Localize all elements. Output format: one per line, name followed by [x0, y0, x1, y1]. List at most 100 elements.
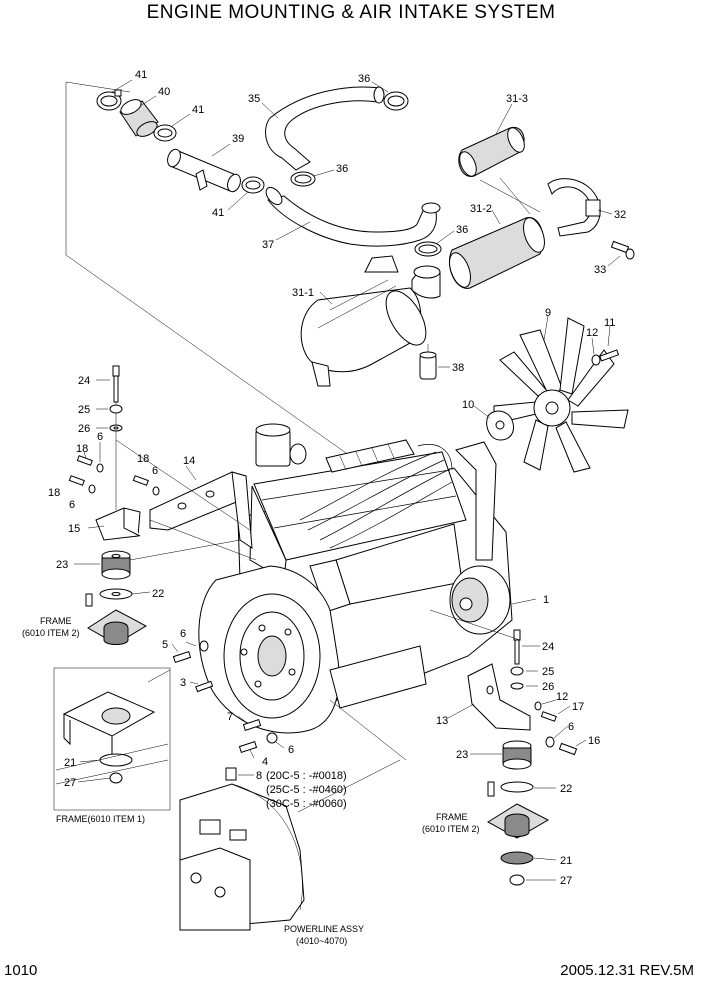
callout-41-mid: 41	[192, 104, 204, 116]
washer-25-right	[510, 666, 524, 676]
primary-element-31-2	[448, 217, 545, 289]
hose-clamp-36-top	[383, 91, 409, 111]
note-frame-box: FRAME(6010 ITEM 1)	[56, 814, 145, 824]
callout-40: 40	[158, 86, 170, 98]
callout-33: 33	[594, 264, 606, 276]
callout-17: 17	[572, 701, 584, 713]
callout-25-right: 25	[542, 666, 554, 678]
washer-6-e	[266, 732, 278, 744]
callout-41-low: 41	[212, 207, 224, 219]
bolt-16	[558, 742, 578, 756]
note-frame-left-1: FRAME	[40, 616, 72, 626]
callout-13: 13	[436, 715, 448, 727]
callout-12-low: 12	[556, 691, 568, 703]
washer-21-right	[500, 851, 534, 865]
callout-6-a: 6	[97, 431, 103, 443]
mesh-element-40	[119, 99, 159, 137]
callout-4: 4	[262, 756, 268, 768]
note-frame-right-2: (6010 ITEM 2)	[422, 824, 480, 834]
washer-26-left	[109, 424, 123, 432]
engine-assembly-1	[198, 423, 513, 734]
bolt-18-b	[68, 475, 85, 486]
callout-25-left: 25	[78, 404, 90, 416]
callout-18-a: 18	[76, 443, 88, 455]
callout-6-c: 6	[152, 465, 158, 477]
dowel-pin-3	[195, 680, 214, 693]
engine-bracket-13	[467, 663, 531, 731]
bolt-7	[242, 719, 262, 731]
flywheel-housing	[198, 565, 340, 734]
callout-6-d: 6	[180, 628, 186, 640]
bolt-24-right	[513, 629, 521, 665]
bolt-5	[172, 651, 192, 663]
bolt-17	[540, 711, 557, 722]
callout-12-top: 12	[586, 327, 598, 339]
callout-32: 32	[614, 209, 626, 221]
callout-15: 15	[68, 523, 80, 535]
callout-21-left: 21	[64, 757, 76, 769]
plate-washer-22-right	[500, 781, 534, 793]
callout-22-left: 22	[152, 588, 164, 600]
intake-hose-35	[265, 86, 385, 171]
callout-6-f: 6	[568, 721, 574, 733]
callout-9: 9	[545, 307, 551, 319]
note-serial-2: (25C-5 : -#0460)	[266, 784, 347, 796]
callout-24-left: 24	[78, 375, 90, 387]
callout-16: 16	[588, 735, 600, 747]
bolt-24-left	[112, 365, 120, 510]
callout-23-left: 23	[56, 559, 68, 571]
callout-22-right: 22	[560, 783, 572, 795]
alternator	[449, 565, 511, 635]
washer-6-c	[152, 486, 160, 496]
frame-mount-left	[85, 593, 148, 645]
callout-1: 1	[543, 594, 549, 606]
washer-6-d	[199, 640, 209, 652]
air-cleaner-housing-31-1	[300, 255, 441, 387]
callout-24-right: 24	[542, 641, 554, 653]
band-bracket-32	[547, 178, 601, 237]
note-serial-1: (20C-5 : -#0018)	[266, 770, 347, 782]
frame-mount-right	[487, 781, 550, 839]
fan-group	[486, 317, 629, 473]
callout-21-right: 21	[560, 855, 572, 867]
hose-clamp-41-mid	[153, 124, 177, 142]
callout-14: 14	[183, 455, 195, 467]
callout-18-b: 18	[48, 487, 60, 499]
washer-6-a	[96, 463, 104, 473]
callout-5: 5	[162, 639, 168, 651]
callout-labels: 41 40 41 39 41 35 36 36 36 37 31-1 31-2 …	[22, 69, 626, 946]
frame-detail-inset	[53, 667, 171, 811]
callout-6-e: 6	[288, 744, 294, 756]
page-title: ENGINE MOUNTING & AIR INTAKE SYSTEM	[146, 2, 556, 23]
bolt-18-a	[76, 455, 93, 466]
callout-37: 37	[262, 239, 274, 251]
callout-27-left: 27	[64, 777, 76, 789]
note-powerline-2: (4010~4070)	[296, 936, 347, 946]
fan-spacer-10	[486, 410, 514, 441]
cooling-fan-9	[493, 317, 629, 473]
plate-washer-22-left	[99, 588, 133, 600]
washer-6-b	[88, 484, 96, 494]
callout-36-top: 36	[358, 73, 370, 85]
right-mount-group	[467, 629, 578, 886]
nut-27-right	[509, 874, 525, 886]
washer-25-left	[109, 404, 123, 414]
left-mount-group	[53, 365, 253, 811]
hose-clamp-41-top	[96, 89, 122, 111]
leader-lines	[74, 79, 621, 881]
powerline-assembly	[179, 759, 401, 931]
hose-clamp-36-mid	[290, 171, 316, 187]
callout-23-right: 23	[456, 749, 468, 761]
washer-6-f	[545, 736, 555, 748]
callout-36-mid: 36	[336, 163, 348, 175]
note-frame-right-1: FRAME	[436, 812, 468, 822]
rubber-mount-23-left	[101, 550, 131, 580]
callout-31-1: 31-1	[292, 287, 314, 299]
callout-26-right: 26	[542, 681, 554, 693]
washer-12-top	[591, 354, 601, 366]
hose-clamp-36-low	[414, 241, 442, 257]
callout-38: 38	[452, 362, 464, 374]
vacuator-valve-38	[419, 344, 437, 380]
air-intake-group	[65, 81, 635, 471]
callout-8: 8	[256, 770, 262, 782]
